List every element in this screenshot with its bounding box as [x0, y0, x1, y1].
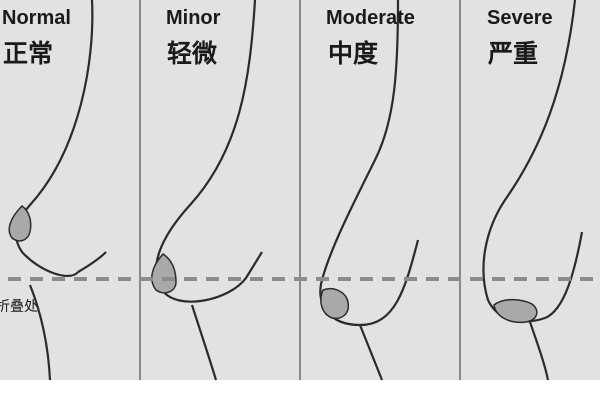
- breast-contour-severe: [482, 0, 584, 323]
- breast-contour-moderate: [319, 0, 420, 327]
- panel-background-moderate: [302, 0, 458, 380]
- label-zh-minor: 轻微: [167, 39, 217, 68]
- chest-wall-severe: [528, 321, 550, 381]
- areola-normal: [8, 205, 32, 242]
- panel-background-minor: [142, 0, 298, 380]
- areola-severe: [493, 298, 538, 324]
- label-zh-severe: 严重: [488, 39, 538, 68]
- areola-minor: [151, 253, 177, 294]
- label-en-moderate: Moderate: [326, 7, 415, 29]
- breast-outline-normal: [8, 0, 107, 381]
- chest-wall-minor: [190, 304, 218, 381]
- label-en-severe: Severe: [487, 7, 553, 29]
- label-zh-normal: 正常: [3, 39, 53, 68]
- label-en-minor: Minor: [166, 7, 221, 29]
- areola-moderate: [320, 288, 350, 320]
- chest-wall-moderate: [358, 324, 384, 381]
- chest-wall-normal: [28, 284, 52, 381]
- label-zh-moderate: 中度: [328, 39, 378, 68]
- label-en-normal: Normal: [2, 7, 71, 29]
- panel-background-normal: [0, 0, 138, 380]
- breast-outline-severe: [482, 0, 584, 381]
- breast-contour-minor: [155, 0, 263, 303]
- breast-contour-normal: [14, 0, 94, 277]
- breast-outline-moderate: [319, 0, 420, 381]
- breast-outline-minor: [151, 0, 263, 381]
- inframammary-fold-normal: [77, 251, 107, 273]
- fold-label: 折叠处: [0, 299, 38, 315]
